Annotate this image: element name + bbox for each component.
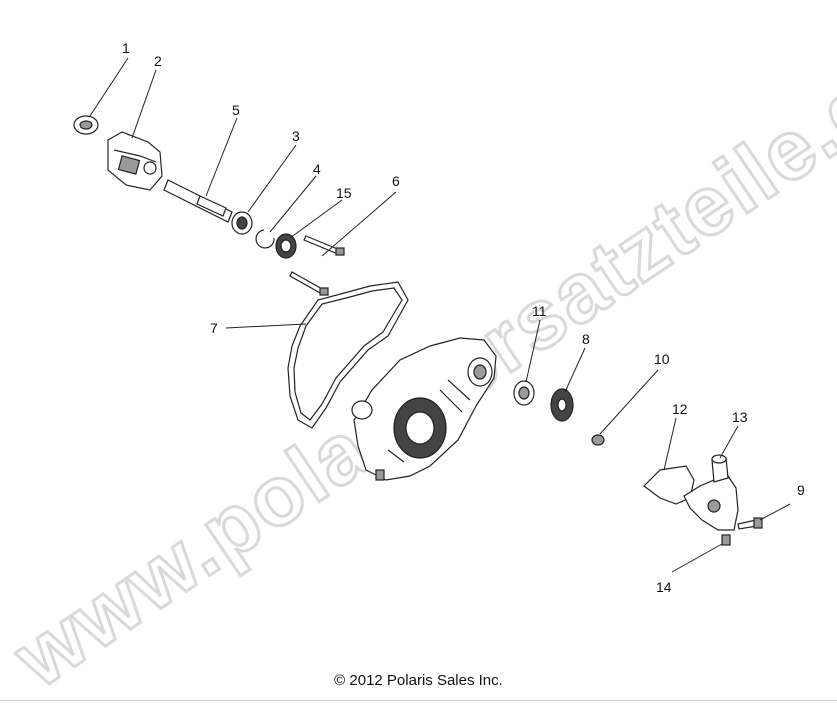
part-1-cap — [73, 115, 99, 135]
callout-labels: 1 2 3 4 5 6 7 8 9 10 11 12 13 14 15 — [122, 40, 805, 595]
part-7-gasket — [287, 281, 409, 429]
callout-4: 4 — [313, 161, 321, 177]
callout-14: 14 — [656, 579, 672, 595]
part-2-housing — [107, 131, 163, 191]
callout-8: 8 — [582, 331, 590, 347]
callout-5: 5 — [232, 102, 240, 118]
callout-10: 10 — [654, 351, 670, 367]
callout-3: 3 — [292, 128, 300, 144]
engine-cover — [351, 337, 497, 481]
callout-12: 12 — [672, 401, 688, 417]
bottom-divider — [0, 700, 837, 701]
callout-1: 1 — [122, 40, 130, 56]
callout-2: 2 — [154, 53, 162, 69]
part-6-bolts — [289, 235, 345, 296]
callout-6: 6 — [392, 173, 400, 189]
part-11-seal — [513, 380, 535, 406]
leader-lines — [89, 57, 791, 573]
part-3-bearing — [231, 211, 253, 235]
callout-7: 7 — [210, 320, 218, 336]
copyright-notice: © 2012 Polaris Sales Inc. — [334, 672, 503, 689]
part-10-nut — [591, 434, 605, 446]
callout-15: 15 — [336, 185, 352, 201]
part-13-pump-cover — [683, 454, 739, 531]
callout-13: 13 — [732, 409, 748, 425]
part-9-bolt — [737, 517, 763, 530]
part-14-bolt — [721, 534, 731, 546]
part-15-gear — [275, 233, 297, 259]
callout-9: 9 — [797, 482, 805, 498]
part-4-snap-ring — [255, 229, 275, 249]
part-8-impeller — [550, 388, 574, 422]
part-5-shaft — [163, 179, 233, 223]
callout-11: 11 — [532, 303, 547, 319]
